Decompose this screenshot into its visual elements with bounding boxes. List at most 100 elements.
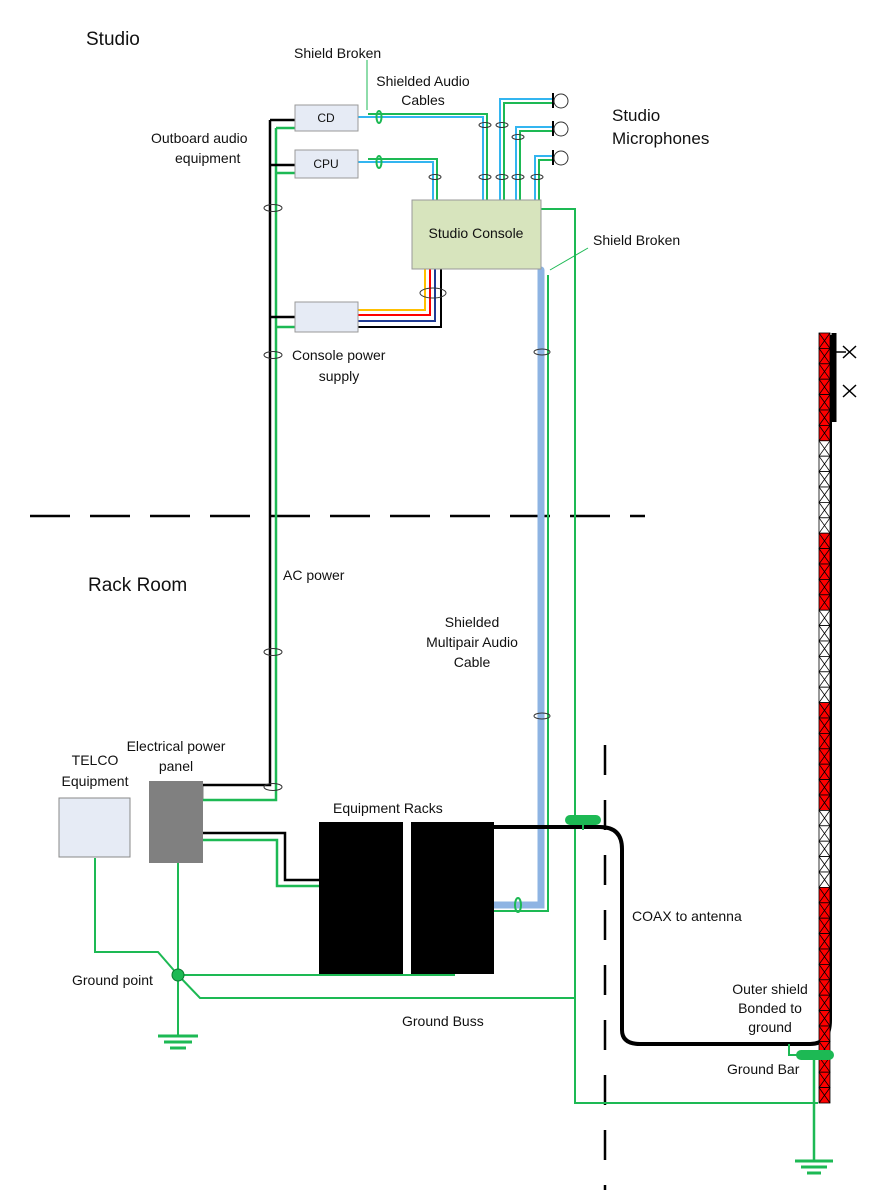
tower-section bbox=[818, 1087, 831, 1104]
studio-microphones bbox=[552, 93, 569, 166]
equipment-racks-label: Equipment Racks bbox=[333, 800, 443, 816]
power-panel-label-2: panel bbox=[159, 758, 193, 774]
rack-power-feed bbox=[202, 831, 338, 888]
tower-section bbox=[818, 717, 831, 734]
shielded-audio-cables-label-2: Cables bbox=[401, 92, 445, 108]
tower-section bbox=[818, 409, 831, 426]
tower-section bbox=[818, 501, 831, 519]
tower-section bbox=[818, 609, 831, 627]
tower-section bbox=[818, 625, 831, 642]
console-power-supply-label-2: supply bbox=[319, 368, 359, 384]
tower-section bbox=[818, 548, 831, 565]
ground-symbol-icon bbox=[795, 1159, 833, 1175]
tower-section bbox=[818, 332, 831, 349]
cpu-label: CPU bbox=[313, 157, 338, 171]
outer-shield-label-3: ground bbox=[748, 1019, 792, 1035]
ground-point-node bbox=[171, 968, 185, 982]
tower-section bbox=[818, 733, 831, 750]
tower-section bbox=[818, 994, 831, 1012]
tower-section bbox=[818, 840, 831, 858]
ac-power-label: AC power bbox=[283, 567, 345, 583]
tower-section bbox=[818, 455, 831, 473]
tower-section bbox=[818, 748, 831, 765]
tower-section bbox=[818, 1025, 831, 1042]
tower-section bbox=[818, 563, 831, 580]
outboard-audio-label-2: equipment bbox=[175, 150, 240, 166]
tower-section bbox=[818, 656, 831, 673]
tower-section bbox=[818, 810, 831, 827]
antenna-tower bbox=[818, 332, 831, 1104]
microphone-icon bbox=[552, 93, 569, 109]
tower-section bbox=[818, 933, 831, 950]
cd-label: CD bbox=[317, 111, 335, 125]
tower-section bbox=[818, 779, 831, 796]
equipment-rack-1 bbox=[319, 822, 403, 974]
tower-section bbox=[818, 517, 831, 534]
tower-section bbox=[818, 671, 831, 688]
tower-section bbox=[818, 948, 831, 965]
shielded-multipair-cable bbox=[490, 266, 551, 913]
equipment-rack-2 bbox=[411, 822, 494, 974]
microphone-icon bbox=[552, 150, 569, 166]
tower-section bbox=[818, 917, 831, 935]
studio-console-box bbox=[411, 199, 542, 270]
tower-section bbox=[818, 686, 831, 704]
tower-section bbox=[818, 424, 831, 442]
tower-section bbox=[818, 471, 831, 488]
studio-console-label: Studio Console bbox=[429, 225, 524, 241]
studio-microphones-label-2: Microphones bbox=[612, 129, 709, 148]
outboard-audio-label-1: Outboard audio bbox=[151, 130, 248, 146]
tower-section bbox=[818, 363, 831, 380]
tower-section bbox=[818, 702, 831, 719]
tower-section bbox=[818, 856, 831, 873]
electrical-power-panel-box bbox=[149, 781, 203, 863]
tower-section bbox=[818, 486, 831, 503]
shielded-audio-cables-label-1: Shielded Audio bbox=[376, 73, 470, 89]
tower-section bbox=[818, 394, 831, 411]
region-rack-room-label: Rack Room bbox=[88, 575, 187, 596]
building-entry-ground-clamp bbox=[565, 815, 601, 830]
cd-player-box bbox=[294, 104, 359, 132]
ac-power-trunk bbox=[200, 118, 295, 802]
multipair-label-3: Cable bbox=[454, 654, 491, 670]
tower-section bbox=[818, 594, 831, 611]
console-power-cables bbox=[358, 268, 447, 328]
tower-section bbox=[818, 347, 831, 365]
tower-section bbox=[818, 378, 831, 396]
shield-broken-label: Shield Broken bbox=[294, 45, 381, 61]
shield-broken-console-label: Shield Broken bbox=[593, 232, 680, 248]
ground-bar-label: Ground Bar bbox=[727, 1061, 800, 1077]
tower-section bbox=[818, 440, 831, 457]
region-studio-label: Studio bbox=[86, 29, 140, 50]
shield-broken-pointer bbox=[549, 247, 589, 271]
tower-section bbox=[818, 1071, 831, 1088]
outer-shield-label-2: Bonded to bbox=[738, 1000, 802, 1016]
shielded-audio-cables bbox=[358, 98, 552, 200]
tower-section bbox=[818, 964, 831, 981]
tower-section bbox=[818, 979, 831, 996]
telco-label-2: Equipment bbox=[62, 773, 129, 789]
telco-equipment-box bbox=[58, 797, 131, 858]
ground-point-label: Ground point bbox=[72, 972, 153, 988]
console-power-supply-box bbox=[294, 301, 359, 333]
tower-section bbox=[818, 902, 831, 919]
ground-symbol-icon bbox=[158, 1034, 198, 1050]
multipair-label-2: Multipair Audio bbox=[426, 634, 518, 650]
console-power-supply-label-1: Console power bbox=[292, 347, 386, 363]
tower-section bbox=[818, 640, 831, 657]
ground-bar bbox=[788, 1044, 834, 1175]
antenna-dipole-icon bbox=[836, 345, 857, 398]
coax-label: COAX to antenna bbox=[632, 908, 742, 924]
tower-section bbox=[818, 1010, 831, 1027]
console-ground-wire bbox=[541, 208, 818, 1104]
outer-shield-label-1: Outer shield bbox=[732, 981, 807, 997]
microphone-icon bbox=[552, 121, 569, 137]
tower-section bbox=[818, 763, 831, 781]
tower-section bbox=[818, 579, 831, 596]
ground-buss bbox=[94, 833, 575, 1050]
tower-section bbox=[818, 887, 831, 904]
tower-section bbox=[818, 532, 831, 550]
tower-section bbox=[818, 871, 831, 888]
tower-section bbox=[818, 825, 831, 842]
